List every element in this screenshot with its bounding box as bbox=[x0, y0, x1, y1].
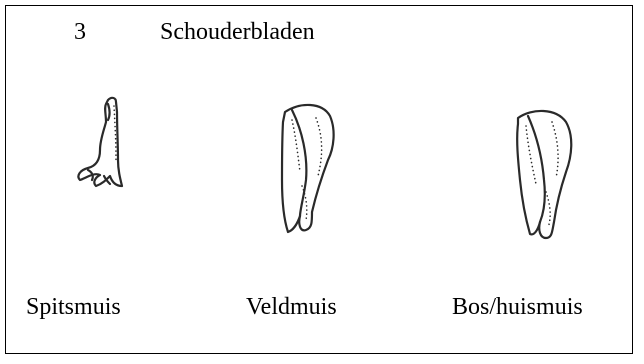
specimen-label-veldmuis: Veldmuis bbox=[246, 292, 337, 322]
vole-scapula-drawing bbox=[282, 105, 334, 232]
mouse-scapula-drawing bbox=[517, 111, 571, 238]
shrew-scapula-drawing bbox=[78, 98, 122, 186]
specimen-label-spitsmuis: Spitsmuis bbox=[26, 292, 121, 322]
specimen-label-bos-huismuis: Bos/huismuis bbox=[452, 292, 583, 322]
